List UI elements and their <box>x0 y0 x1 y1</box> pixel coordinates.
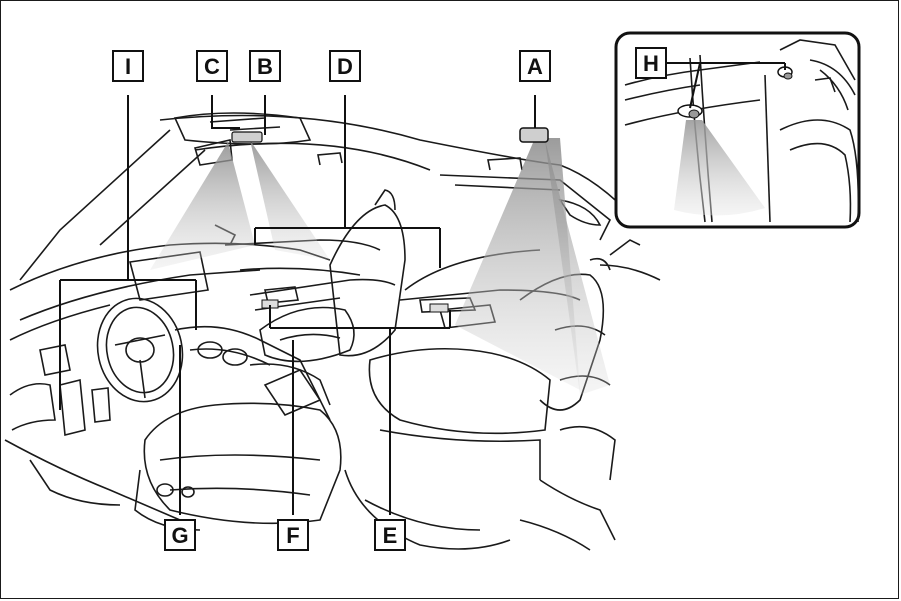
door-handle-light-cone <box>674 120 765 216</box>
callout-label-h: H <box>635 47 667 79</box>
svg-text:A: A <box>527 54 543 79</box>
svg-text:D: D <box>337 54 353 79</box>
light-cone-front-right <box>250 140 330 260</box>
callout-label-i: I <box>112 50 144 82</box>
inset-door-handle-detail <box>614 31 861 229</box>
front-personal-light <box>231 131 263 143</box>
callout-label-f: F <box>277 519 309 551</box>
svg-text:H: H <box>643 51 659 76</box>
light-fixtures <box>231 127 549 313</box>
car-interior-drawing <box>4 112 661 551</box>
light-cone-rear-dome <box>455 138 580 390</box>
callout-label-e: E <box>374 519 406 551</box>
svg-text:F: F <box>286 523 299 548</box>
light-beams <box>150 138 610 395</box>
leader-lines <box>59 95 536 515</box>
svg-text:I: I <box>125 54 131 79</box>
leader-line-h <box>666 62 786 109</box>
svg-text:C: C <box>204 54 220 79</box>
leader-line-d <box>254 95 441 268</box>
callout-label-b: B <box>249 50 281 82</box>
svg-text:E: E <box>383 523 398 548</box>
light-cone-rear-side <box>545 140 610 395</box>
svg-text:B: B <box>257 54 273 79</box>
inset-frame <box>614 31 861 229</box>
leader-line-c <box>211 95 240 129</box>
door-handle-light-rear <box>783 72 793 80</box>
rear-dome-light <box>519 127 549 143</box>
callout-label-d: D <box>329 50 361 82</box>
leader-line-e <box>269 305 451 515</box>
light-cone-front-left <box>150 142 255 270</box>
callout-label-a: A <box>519 50 551 82</box>
leader-line-i <box>59 95 197 410</box>
door-ambient-light-rear <box>429 303 449 313</box>
door-handle-light-front <box>688 109 700 119</box>
svg-text:G: G <box>171 523 188 548</box>
callout-label-c: C <box>196 50 228 82</box>
callout-label-g: G <box>164 519 196 551</box>
